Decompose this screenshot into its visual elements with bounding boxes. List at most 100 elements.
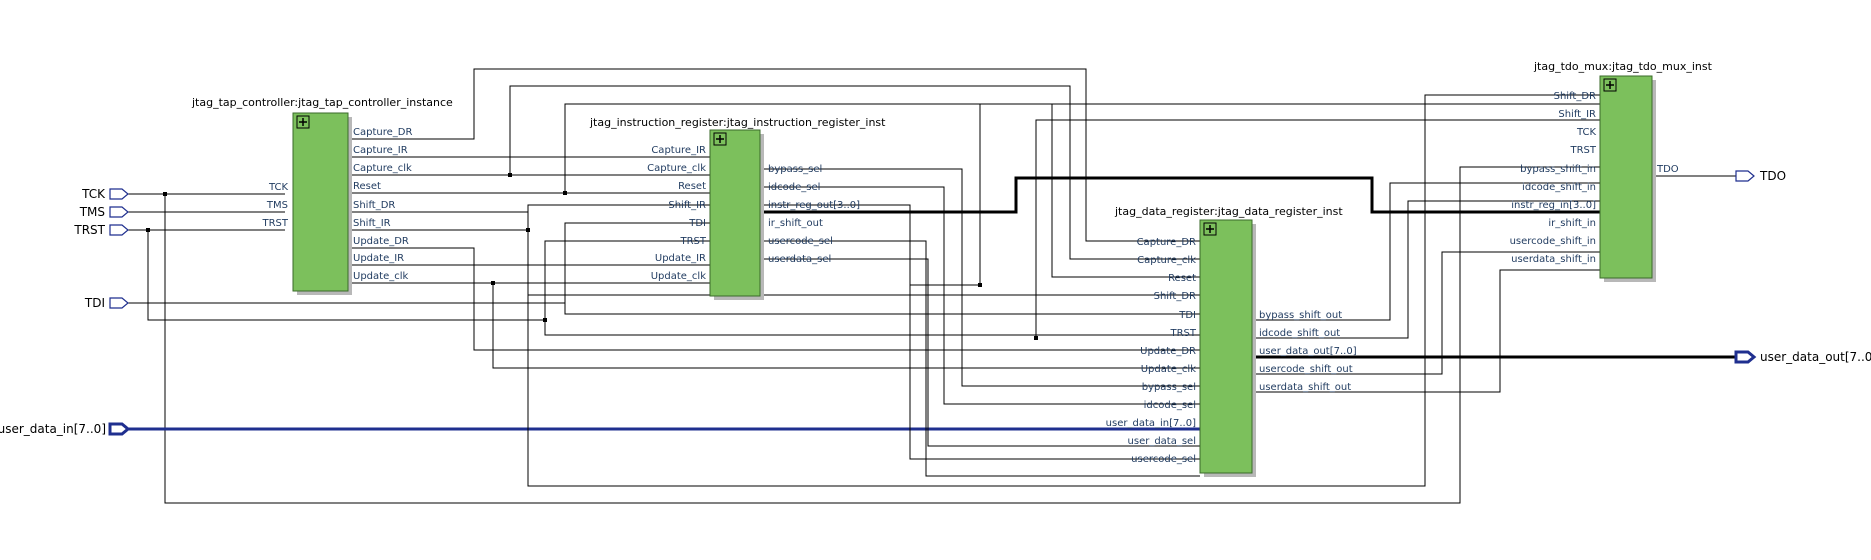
pin-label: bypass_sel xyxy=(1142,382,1196,393)
port-input-bus-icon xyxy=(108,422,131,436)
pin-label: idcode_sel xyxy=(768,182,820,193)
block-title: jtag_instruction_register:jtag_instructi… xyxy=(589,116,886,129)
wire-userdata-sel xyxy=(760,258,1200,447)
junction-dot xyxy=(491,281,495,285)
block-tdo-mux[interactable]: jtag_tdo_mux:jtag_tdo_mux_inst Shift_DR … xyxy=(1510,60,1713,282)
pin-label: Capture_IR xyxy=(353,145,408,156)
port-label: TCK xyxy=(81,187,106,201)
pin-label: Capture_DR xyxy=(353,127,412,138)
pin-label: instr_reg_out[3..0] xyxy=(768,200,860,211)
wire-update-dr xyxy=(340,247,1200,351)
pin-label: Capture_clk xyxy=(353,163,412,174)
port-input-icon xyxy=(109,297,129,309)
pin-label: bypass_shift_out xyxy=(1259,310,1342,321)
port-tdo[interactable]: TDO xyxy=(1735,169,1786,183)
expand-icon[interactable] xyxy=(1603,78,1617,92)
pin-label: Shift_IR xyxy=(353,218,391,229)
wire-trst-to-ir xyxy=(147,230,710,321)
wire-usercode-shift xyxy=(1255,251,1600,375)
wire-shift-dr-dr xyxy=(527,212,1200,296)
port-label: TMS xyxy=(79,205,105,219)
pin-label: Update_DR xyxy=(1140,346,1196,357)
pin-label: idcode_shift_in xyxy=(1522,182,1596,193)
pin-label: TDI xyxy=(1178,310,1196,321)
expand-icon[interactable] xyxy=(713,132,727,146)
block-tap-controller[interactable]: jtag_tap_controller:jtag_tap_controller_… xyxy=(191,96,453,295)
wire-userdata-shift xyxy=(1255,269,1600,393)
junction-dot xyxy=(163,192,167,196)
pin-label: instr_reg_in[3..0] xyxy=(1511,200,1596,211)
wire-ir-shift-out xyxy=(760,204,1200,460)
port-input-icon xyxy=(109,206,129,218)
pin-label: Reset xyxy=(1168,273,1196,284)
wire-reset-dr xyxy=(564,103,1200,278)
wire-capture-clk-dr xyxy=(509,85,1200,260)
wire-trst-to-dr xyxy=(544,320,1200,336)
wire-usercode-sel xyxy=(760,240,1200,477)
pin-label: Shift_DR xyxy=(1154,291,1196,302)
wire-tdi-to-dr xyxy=(124,302,1200,315)
pin-label: idcode_shift_out xyxy=(1259,328,1340,339)
junction-dot xyxy=(1034,336,1038,340)
pin-label: Reset xyxy=(353,181,381,192)
junctions xyxy=(146,173,1038,340)
pin-label: Update_clk xyxy=(651,271,706,282)
port-user-data-out[interactable]: user_data_out[7..0] xyxy=(1734,350,1871,364)
block-instruction-register[interactable]: jtag_instruction_register:jtag_instructi… xyxy=(589,116,886,300)
junction-dot xyxy=(508,173,512,177)
port-tms[interactable]: TMS xyxy=(79,205,129,219)
output-ports: TDO user_data_out[7..0] xyxy=(1734,169,1871,364)
pin-label: idcode_sel xyxy=(1144,400,1196,411)
pin-label: userdata_shift_out xyxy=(1259,382,1351,393)
pin-label: Update_IR xyxy=(655,253,706,264)
pin-label: TRST xyxy=(1569,145,1596,156)
pin-label: TRST xyxy=(679,236,706,247)
pin-label: usercode_shift_out xyxy=(1259,364,1353,375)
wire-bypass-shift xyxy=(1255,182,1600,321)
port-input-icon xyxy=(109,188,129,200)
pin-label: Shift_IR xyxy=(668,200,706,211)
pin-label: ir_shift_out xyxy=(768,218,823,229)
port-label: TDI xyxy=(84,296,105,310)
block-pin-labels: TCK TMS TRST Capture_DR Capture_IR Captu… xyxy=(261,127,412,282)
wire-tck-to-mux xyxy=(164,166,1600,504)
junction-dot xyxy=(146,228,150,232)
port-trst[interactable]: TRST xyxy=(73,223,129,237)
junction-dot xyxy=(978,283,982,287)
wire-trst-to-mux xyxy=(1035,119,1600,338)
pin-label: bypass_sel xyxy=(768,164,822,175)
block-pin-labels: Shift_DR Shift_IR TCK TRST bypass_shift_… xyxy=(1510,91,1679,265)
wire-idcode-shift xyxy=(1255,200,1600,339)
port-tck[interactable]: TCK xyxy=(81,187,129,201)
pin-label: Reset xyxy=(678,181,706,192)
block-body xyxy=(709,129,761,297)
junction-dot xyxy=(543,318,547,322)
pin-label: Shift_DR xyxy=(353,200,395,211)
pin-label: TDI xyxy=(688,218,706,229)
port-tdi[interactable]: TDI xyxy=(84,296,129,310)
pin-label: TCK xyxy=(268,182,289,193)
block-body xyxy=(292,112,349,292)
block-title: jtag_data_register:jtag_data_register_in… xyxy=(1114,205,1343,218)
bus-instr-reg xyxy=(760,176,1600,214)
wire-shift-dr-mux xyxy=(340,94,1600,487)
port-user-data-in[interactable]: user_data_in[7..0] xyxy=(0,422,131,436)
expand-icon[interactable] xyxy=(296,115,310,129)
block-data-register[interactable]: jtag_data_register:jtag_data_register_in… xyxy=(1106,205,1357,477)
pin-label: Capture_clk xyxy=(1137,255,1196,266)
pin-label: TCK xyxy=(1576,127,1597,138)
pin-label: user_data_in[7..0] xyxy=(1106,418,1196,429)
pin-label: userdata_sel xyxy=(768,254,831,265)
pin-label: userdata_shift_in xyxy=(1511,254,1596,265)
pin-label: Update_clk xyxy=(353,271,408,282)
wire-update-clk-dr xyxy=(492,283,1200,369)
pin-label: user_data_sel xyxy=(1128,436,1196,447)
wire-capture-dr xyxy=(340,68,1200,242)
expand-icon[interactable] xyxy=(1203,222,1217,236)
pin-label: ir_shift_in xyxy=(1548,218,1596,229)
port-label: TDO xyxy=(1759,169,1786,183)
wires xyxy=(124,68,1740,504)
port-input-icon xyxy=(109,224,129,236)
pin-label: TMS xyxy=(266,200,288,211)
junction-dot xyxy=(563,191,567,195)
